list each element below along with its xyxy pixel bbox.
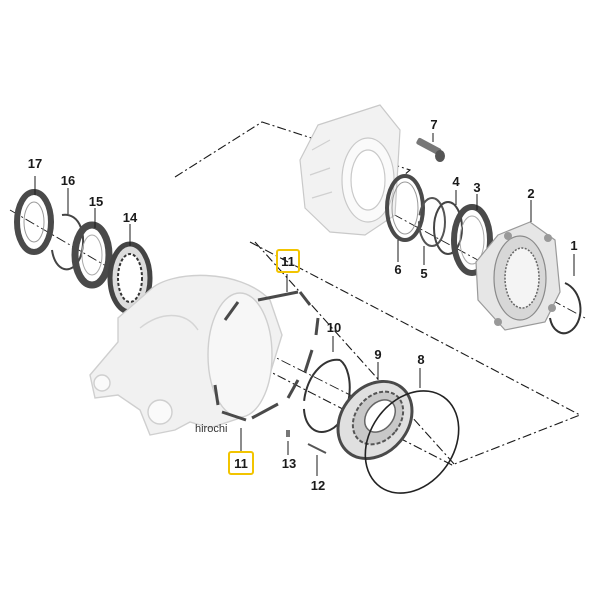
part-pin-13: [286, 430, 290, 437]
leader-lines: [34, 133, 575, 476]
part-bearing-ring-3: [451, 204, 493, 276]
part-ball-bearing-9: [336, 379, 414, 461]
part-flange: [475, 221, 561, 331]
part-spring-pin-12: [307, 443, 327, 454]
callout-2: 2: [527, 186, 534, 201]
callout-4: 4: [452, 174, 460, 189]
part-o-ring-8: [364, 390, 460, 494]
callout-labels: 17 16 15 14 7 4 3 2 1 6 5 11 10 9 8 11 1…: [28, 117, 578, 493]
callout-11-top: 11: [281, 254, 295, 269]
callout-7: 7: [430, 117, 437, 132]
callout-1: 1: [570, 238, 577, 253]
callout-3: 3: [473, 180, 480, 195]
watermark-text: hirochi: [195, 423, 227, 435]
part-circlip-10: [302, 358, 351, 433]
part-taper-bearing-14: [107, 241, 153, 315]
part-upper-housing: [299, 104, 401, 236]
callout-17: 17: [28, 156, 42, 171]
part-bolt: [416, 137, 445, 162]
callout-13: 13: [282, 456, 296, 471]
callout-6: 6: [394, 262, 401, 277]
callout-15: 15: [89, 194, 103, 209]
part-shim-11: [213, 290, 320, 422]
part-seal-ring-6: [385, 174, 425, 242]
callout-9: 9: [374, 347, 381, 362]
part-circlip-1: [549, 282, 582, 335]
highlight-box-11-top: [276, 249, 300, 273]
part-final-drive-housing: [89, 274, 283, 436]
part-snap-ring-16: [51, 213, 85, 271]
callout-5: 5: [420, 266, 427, 281]
callout-14: 14: [123, 210, 138, 225]
part-bearing-race-15: [71, 221, 113, 289]
part-snap-ring-5: [418, 197, 446, 247]
callout-16: 16: [61, 173, 75, 188]
callout-11-bottom: 11: [234, 456, 248, 471]
callout-10: 10: [327, 320, 341, 335]
part-seal-17: [14, 189, 54, 255]
callout-8: 8: [417, 352, 424, 367]
highlight-box-11-bottom: [228, 451, 254, 475]
callout-12: 12: [311, 478, 325, 493]
